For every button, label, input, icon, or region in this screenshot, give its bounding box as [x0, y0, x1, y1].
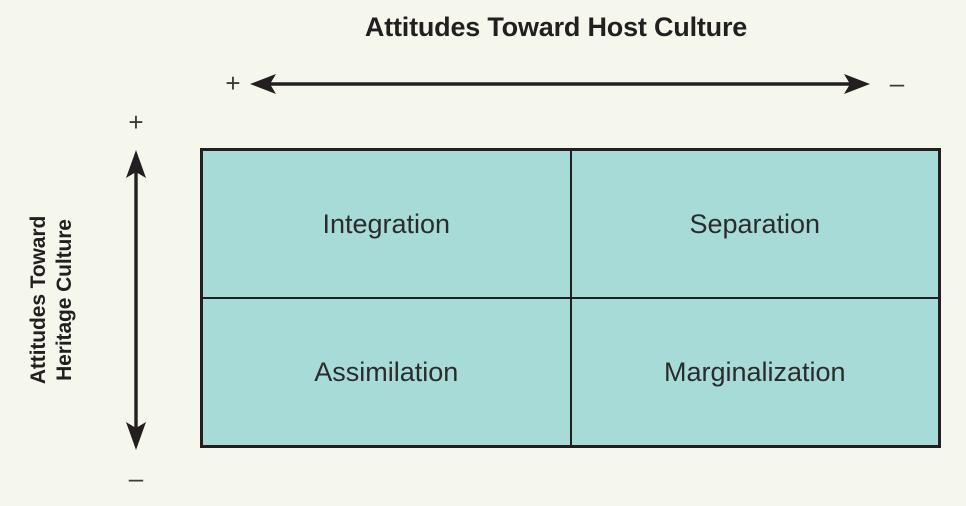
matrix-cell-marginalization[interactable]: Marginalization: [570, 298, 938, 445]
vertical-axis-plus-sign: +: [128, 107, 144, 137]
horizontal-axis-minus-sign: –: [889, 68, 905, 98]
matrix-cell-assimilation[interactable]: Assimilation: [203, 298, 571, 445]
matrix-cell-integration[interactable]: Integration: [203, 151, 571, 298]
matrix-cell-label: Marginalization: [663, 356, 846, 387]
matrix-cell-label: Integration: [322, 208, 451, 239]
matrix-cell-label: Assimilation: [314, 356, 459, 387]
vertical-double-arrow-icon: [118, 150, 154, 450]
matrix-cell-separation[interactable]: Separation: [570, 151, 938, 298]
horizontal-axis-title: Attitudes Toward Host Culture: [364, 12, 748, 42]
vertical-axis-title: Attitudes Toward Heritage Culture: [0, 150, 96, 450]
horizontal-double-arrow-icon: [250, 66, 870, 102]
matrix-cell-label: Separation: [689, 208, 821, 239]
acculturation-matrix: Integration Separation Assimilation Marg…: [200, 148, 941, 448]
vertical-axis-minus-sign: –: [128, 463, 144, 493]
horizontal-axis-plus-sign: +: [225, 68, 241, 98]
